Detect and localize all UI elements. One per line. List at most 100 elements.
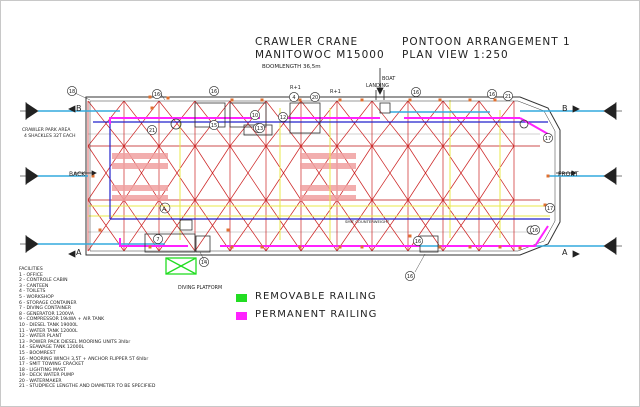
callout-number: 10 [252,113,258,119]
facility-item: 12 - WATER PLANT [19,334,62,340]
callout: 7 [153,234,163,244]
facility-item: 16 - MOORING WINCH 3,5T + ANCHOR FLIPPER… [19,356,149,362]
anchor-icon [20,102,39,120]
r1-label-1: R+1 [290,85,301,91]
facility-item: 10 - DIESEL TANK 19000L [19,322,78,328]
callout: 16 [530,225,540,235]
callout: 15 [209,120,219,130]
callout: 16 [487,89,497,99]
fitting-marker [438,98,442,102]
permanent-railing [109,117,549,247]
title-crane-model: MANITOWOC M15000 [255,49,385,61]
red-truss-bracing [87,100,540,252]
facility-item: 14 - SEAWAGE TANK 12000L [19,345,85,351]
fitting-marker [91,174,95,178]
callout: 4 [289,92,299,102]
fitting-marker [338,245,342,249]
mooring-anchors [20,102,622,255]
fitting-marker [438,245,442,249]
facility-item: 8 - GENERATOR 1200VA [19,311,74,317]
crawler-mats [112,153,356,201]
callout-number: 4 [292,95,295,101]
fitting-marker [226,228,230,232]
fitting-marker [150,106,154,110]
crawler-park-area: CRAWLER PARK AREA [22,127,71,133]
title-crane: CRAWLER CRANE [255,36,359,48]
fitting-marker [468,98,472,102]
callout: 17 [545,203,555,213]
fitting-marker [360,245,364,249]
fitting-marker [518,246,522,250]
callout: 12 [278,112,288,122]
anchor-icon [20,235,39,253]
fitting-marker [543,203,547,207]
facility-item: 1 - OFFICE [19,272,43,278]
facility-item: 4 - TOILETS [19,289,46,295]
fitting-marker [498,245,502,249]
yellow-guides [88,100,550,240]
callout-number: 21 [149,128,155,134]
facility-item: 20 - WATERMAKER [19,378,62,384]
callout: 16 [209,86,219,96]
anchor-icon [603,167,622,185]
circle-a-label: A [162,206,167,213]
facility-item: 15 - BOOMREST [19,350,56,356]
fitting-marker [98,228,102,232]
label-b-left: B [76,104,82,113]
facility-item: 3 - CANTEEN [19,283,49,289]
fitting-marker [408,98,412,102]
callout: 16 [405,271,415,281]
callout-number: 16 [532,228,538,234]
callout: 10 [250,110,260,120]
callout-number: 16 [407,274,413,280]
smit-counterweight-label: SMIT COUNTERWEIGHT [345,219,390,224]
title-plan-view: PLAN VIEW 1:250 [402,49,509,61]
fitting-marker [230,245,234,249]
callout-number: 15 [211,123,217,129]
fitting-marker [360,98,364,102]
deck-fittings [91,95,550,250]
callout: 16 [411,87,421,97]
legend-swatch-green [236,294,247,302]
facility-item: 7 - DIVING CONTAINER [19,306,72,312]
legend-label-removable: REMOVABLE RAILING [255,291,377,302]
callout: 16 [152,89,162,99]
pontoon-hull [85,96,561,256]
callout: 16 [413,236,423,246]
legend-label-permanent: PERMANENT RAILING [255,309,378,320]
callout-number: 17 [547,206,553,212]
deck-equipment [144,102,536,253]
anchor-icon [20,167,39,185]
callout: 20 [310,92,320,102]
facility-item: 17 - SMIT TOWING CRACKET [19,362,84,368]
callout-number: 21 [505,94,511,100]
boat-landing-arrow [375,68,385,100]
callout: 13 [255,123,265,133]
fitting-marker [546,174,550,178]
direction-arrows [68,105,580,258]
fitting-marker [260,98,264,102]
callout: 21 [503,91,513,101]
circle-a-marker [159,202,171,214]
blue-structure-lines [93,121,550,220]
removable-railing [165,257,197,275]
callout-number: 16 [154,92,160,98]
legend-swatch-magenta [236,312,247,320]
fitting-marker [298,98,302,102]
callout-number: 16 [489,92,495,98]
facility-item: 9 - COMPRESSOR 19kWA + AIR TANK [19,317,105,323]
callout-number: 18 [69,89,75,95]
facility-item: 21 - STUDPIECE LENGTHE AND DIAMETER TO B… [19,384,156,390]
fitting-marker [230,98,234,102]
facility-item: 19 - DECK WATER PUMP [19,373,74,379]
fitting-marker [298,245,302,249]
facility-item: 18 - LIGHTING MAST [19,367,66,373]
callout-number: 16 [413,90,419,96]
callout: 21 [147,125,157,135]
fitting-marker [493,98,497,102]
callout-number: 20 [312,95,318,101]
